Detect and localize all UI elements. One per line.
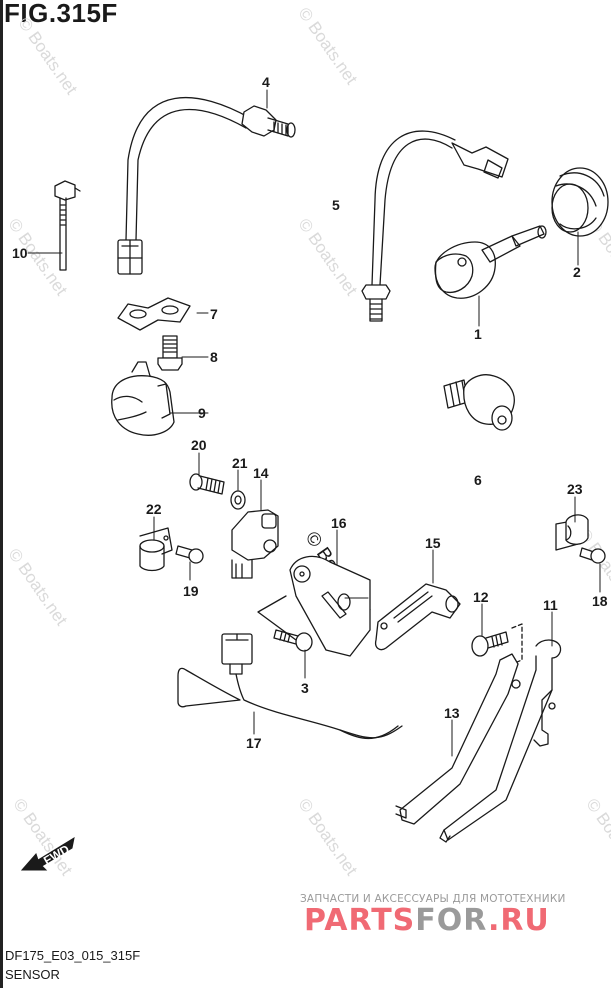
arrow-left-icon: FWD: [20, 836, 75, 871]
promo-logo[interactable]: PARTSFOR.RU: [304, 906, 550, 936]
callout-23[interactable]: 23: [567, 481, 583, 497]
part-9-clamp[interactable]: [111, 361, 175, 436]
part-6-knock-sensor[interactable]: [443, 374, 515, 431]
part-3-bolt[interactable]: [257, 595, 313, 652]
part-22-clamp[interactable]: [139, 527, 173, 572]
callout-1[interactable]: 1: [474, 326, 482, 342]
part-21-washer[interactable]: [230, 490, 246, 510]
part-1-sensor[interactable]: [434, 225, 547, 299]
promo-logo-part3: .RU: [487, 903, 550, 938]
promo-logo-part2: FOR: [415, 903, 488, 938]
callout-2[interactable]: 2: [573, 264, 581, 280]
callout-4[interactable]: 4: [262, 74, 270, 90]
callout-20[interactable]: 20: [191, 437, 207, 453]
part-5-temperature-sensor[interactable]: [361, 130, 509, 322]
promo-logo-part1: PARTS: [304, 903, 416, 938]
leader-lines: [27, 89, 601, 757]
part-4-temperature-sensor[interactable]: [117, 96, 296, 275]
part-23-clamp[interactable]: [555, 514, 589, 551]
part-17-wire-harness[interactable]: [177, 633, 403, 740]
callout-6[interactable]: 6: [474, 472, 482, 488]
callout-14[interactable]: 14: [253, 465, 269, 481]
callout-18[interactable]: 18: [592, 593, 608, 609]
part-20-bolt[interactable]: [189, 473, 225, 495]
part-7-clamp-plate[interactable]: [117, 297, 191, 331]
part-8-bolt[interactable]: [157, 335, 183, 371]
callout-16[interactable]: 16: [331, 515, 347, 531]
callout-17[interactable]: 17: [246, 735, 262, 751]
callout-3[interactable]: 3: [301, 680, 309, 696]
part-2-grommet[interactable]: [551, 167, 609, 237]
callout-7[interactable]: 7: [210, 306, 218, 322]
callout-19[interactable]: 19: [183, 583, 199, 599]
figure-title: FIG.315F: [4, 0, 118, 28]
callout-10[interactable]: 10: [12, 245, 28, 261]
part-11-bracket[interactable]: [439, 639, 562, 843]
page-left-border: [0, 0, 3, 988]
callout-13[interactable]: 13: [444, 705, 460, 721]
part-15-lever[interactable]: [374, 583, 461, 651]
promo-tagline: ЗАПЧАСТИ И АКСЕССУАРЫ ДЛЯ МОТОТЕХНИКИ: [300, 893, 566, 905]
part-19-bolt[interactable]: [175, 545, 204, 564]
callout-12[interactable]: 12: [473, 589, 489, 605]
callout-8[interactable]: 8: [210, 349, 218, 365]
callout-21[interactable]: 21: [232, 455, 248, 471]
part-14-position-sensor[interactable]: [231, 509, 279, 579]
callout-5[interactable]: 5: [332, 197, 340, 213]
callout-11[interactable]: 11: [543, 597, 558, 613]
part-10-cable-tie[interactable]: [54, 180, 81, 271]
callout-15[interactable]: 15: [425, 535, 441, 551]
part-18-bolt[interactable]: [579, 547, 606, 564]
callout-9[interactable]: 9: [198, 405, 206, 421]
part-16-sensor-bracket[interactable]: [289, 555, 371, 657]
figure-code: DF175_E03_015_315F: [5, 948, 141, 963]
fwd-direction-arrow: FWD: [20, 826, 80, 876]
figure-name: SENSOR: [5, 967, 60, 982]
part-13-link-lever[interactable]: [395, 653, 521, 825]
callout-22[interactable]: 22: [146, 501, 162, 517]
